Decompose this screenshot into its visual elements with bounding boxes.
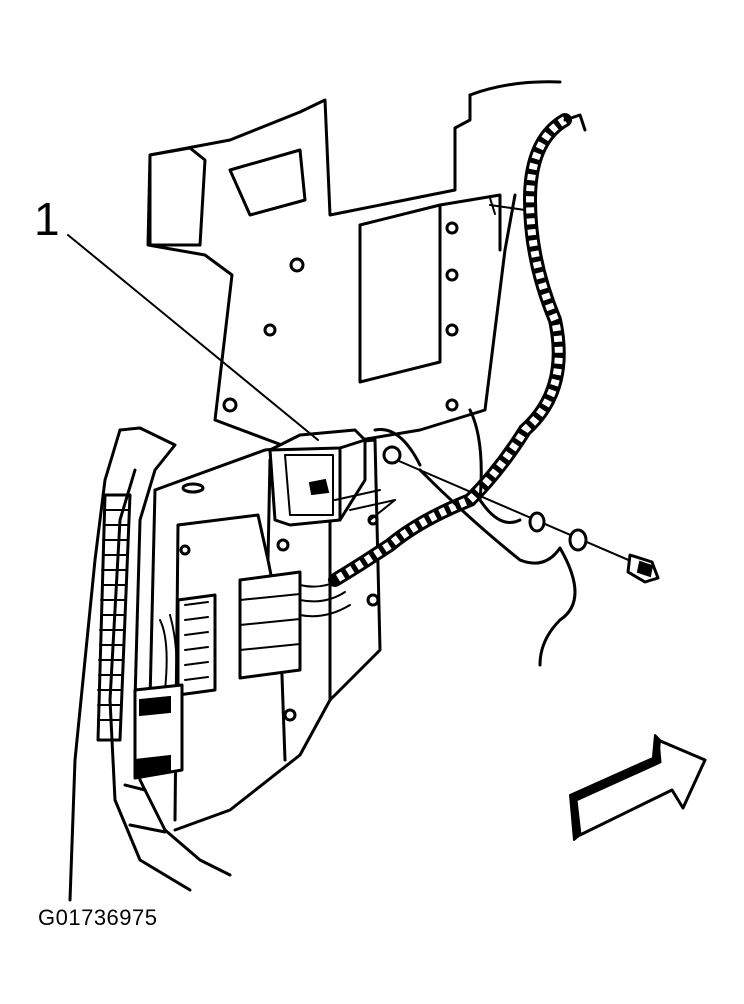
nut <box>528 511 546 533</box>
ground-wire <box>418 468 577 667</box>
bolt-axis <box>384 454 641 566</box>
connector-lower <box>133 683 184 780</box>
side-pillar <box>118 426 232 877</box>
callout-leader <box>67 234 319 441</box>
wiring-harness <box>328 113 587 587</box>
bolt-icon <box>626 553 660 584</box>
upper-panel <box>146 93 517 452</box>
connector-left <box>159 593 217 701</box>
panel-flange <box>148 146 207 247</box>
forward-arrow-icon <box>569 734 707 841</box>
figure-id: G01736975 <box>38 905 158 930</box>
panel-recess <box>358 203 442 384</box>
callout-number: 1 <box>34 193 60 245</box>
washer <box>568 528 588 552</box>
module-component <box>268 428 396 527</box>
pillar-ribs <box>96 493 132 742</box>
connector-center <box>238 570 351 680</box>
